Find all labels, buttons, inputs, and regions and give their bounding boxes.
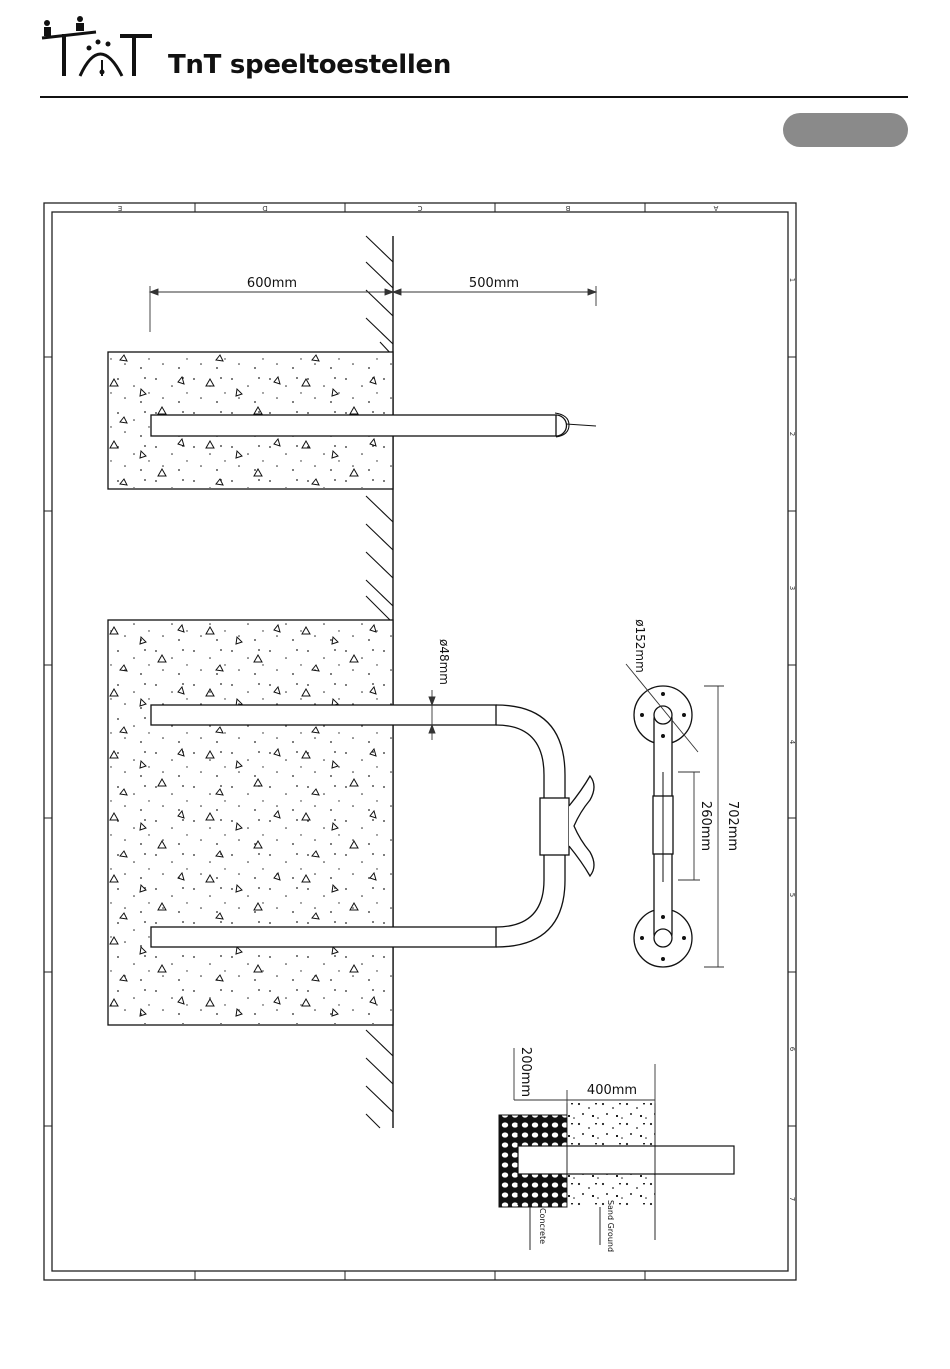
dim-152-label: ø152mm [633, 619, 647, 673]
col-label: B [565, 204, 570, 212]
installation-detail [499, 1103, 734, 1250]
dim-600-label: 600mm [247, 276, 297, 291]
upper-concrete-block [108, 352, 596, 489]
row-label: 7 [788, 1197, 796, 1201]
dim-48-label: ø48mm [437, 639, 451, 685]
row-label: 6 [788, 1047, 796, 1052]
col-label: D [262, 204, 267, 212]
dim-702-label: 702mm [725, 801, 740, 851]
col-label: E [118, 204, 122, 212]
row-label: 5 [788, 893, 796, 897]
label-sand-ground: Sand Ground [606, 1200, 615, 1252]
dim-200-label: 200mm [518, 1047, 533, 1097]
dim-500-label: 500mm [469, 276, 519, 291]
row-label: 2 [788, 432, 796, 436]
row-label: 4 [788, 740, 796, 745]
col-label: C [417, 204, 422, 212]
label-concrete: Concrete [538, 1208, 547, 1244]
row-label: 3 [788, 586, 796, 590]
row-label: 1 [788, 278, 796, 282]
col-label: A [713, 204, 718, 212]
dim-260-label: 260mm [698, 801, 713, 851]
lower-concrete-block [108, 620, 393, 1025]
dim-400-label: 400mm [587, 1083, 637, 1098]
front-handle [634, 686, 692, 967]
